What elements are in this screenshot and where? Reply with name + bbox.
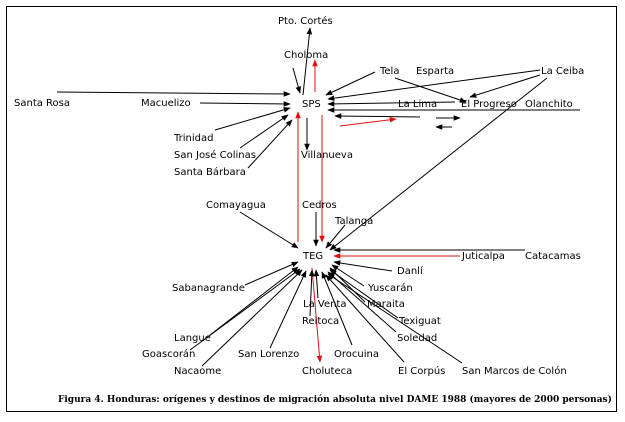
arrow-texiguat-teg: [329, 269, 399, 319]
arrow-santarosa-sps: [56, 91, 291, 97]
arrow-talanga-teg: [325, 224, 346, 249]
figure-frame: [6, 6, 617, 412]
label-olanchito: Olanchito: [525, 99, 573, 110]
label-el-progreso: El Progreso: [461, 99, 517, 110]
arrow-comayagua-teg: [239, 211, 299, 249]
arrow-goascoran-teg: [189, 268, 301, 351]
arrow-laceiba-sps: [327, 69, 541, 101]
label-soledad: Soledad: [397, 333, 437, 344]
label-villanueva: Villanueva: [301, 150, 353, 161]
label-catacamas: Catacamas: [525, 251, 581, 262]
label-san-jose-colinas: San José Colinas: [174, 149, 256, 161]
label-juticalpa: Juticalpa: [461, 251, 505, 262]
arrow-laceiba-teg: [329, 77, 548, 251]
arrow-langue-teg: [209, 266, 299, 336]
arrow-sanmarcos-teg: [327, 273, 463, 364]
label-reitoca: Reitoca: [302, 316, 339, 327]
arrow-elcorpus-teg: [325, 274, 405, 363]
figure-caption: Figura 4. Honduras: orígenes y destinos …: [58, 395, 612, 405]
arrow-nacaome-teg: [201, 269, 303, 367]
label-tela: Tela: [379, 66, 399, 77]
label-esparta: Esparta: [416, 66, 454, 77]
hub-sps: SPS: [302, 99, 321, 110]
arrow-danli-teg: [333, 260, 393, 272]
arrow-yuscaran-teg: [331, 264, 365, 287]
label-yuscaran: Yuscarán: [367, 282, 413, 294]
label-texiguat: Texiguat: [398, 316, 441, 327]
label-choloma: Choloma: [284, 50, 328, 61]
sps-flow-arrows: [56, 27, 580, 169]
arrow-pto-cortes: [302, 27, 313, 96]
label-comayagua: Comayagua: [206, 200, 266, 211]
label-la-ceiba: La Ceiba: [541, 66, 584, 77]
arrow-sps-lalima: [334, 113, 421, 119]
arrow-santabarbara-sps: [247, 119, 293, 169]
red-arrow-sps-lalima: [339, 117, 397, 127]
teg-flow-arrows: [189, 77, 548, 367]
arrow-tela-progreso: [394, 77, 467, 103]
arrow-macuelizo-sps: [199, 101, 291, 107]
label-macuelizo: Macuelizo: [141, 98, 191, 109]
arrow-choloma-sps: [292, 67, 301, 94]
label-san-marcos: San Marcos de Colón: [462, 365, 567, 377]
arrow-trinidad-sps: [214, 107, 291, 131]
arrow-sanjose-sps: [239, 114, 289, 149]
label-la-venta: La Venta: [303, 299, 346, 310]
label-choluteca: Choluteca: [302, 366, 352, 377]
arrow-progreso-sps: [327, 101, 456, 107]
arrow-laventa-teg: [313, 269, 320, 299]
label-santa-rosa: Santa Rosa: [14, 98, 70, 109]
label-pto-cortes: Pto. Cortés: [278, 15, 333, 27]
label-maraita: Maraita: [367, 299, 405, 310]
arrow-orocuina-teg: [321, 271, 353, 346]
place-labels: Pto. Cortés Choloma Tela Esparta La Ceib…: [14, 15, 584, 377]
label-cedros: Cedros: [302, 200, 337, 211]
label-sabanagrande: Sabanagrande: [172, 283, 245, 294]
label-goascoran: Goascorán: [142, 348, 195, 360]
label-santa-barbara: Santa Bárbara: [174, 166, 246, 178]
arrow-sabanagrande-teg: [244, 261, 299, 286]
label-langue: Langue: [174, 333, 211, 344]
highlight-arrows: [295, 59, 460, 363]
label-danli: Danlí: [397, 265, 424, 277]
label-el-corpus: El Corpús: [398, 365, 445, 377]
arrow-reitoca-teg: [308, 269, 315, 317]
label-la-lima: La Lima: [398, 99, 437, 110]
label-talanga: Talanga: [334, 216, 373, 227]
hub-teg: TEG: [302, 251, 323, 262]
red-arrow-teg-choluteca: [311, 267, 323, 363]
arrow-sanlorenzo-teg: [269, 270, 307, 349]
arrow-tela-sps: [325, 71, 376, 96]
arrow-laceiba-progreso: [469, 74, 541, 98]
label-nacaome: Nacaome: [174, 366, 221, 377]
label-orocuina: Orocuina: [334, 349, 379, 360]
label-san-lorenzo: San Lorenzo: [238, 349, 299, 360]
label-trinidad: Trinidad: [173, 133, 213, 144]
